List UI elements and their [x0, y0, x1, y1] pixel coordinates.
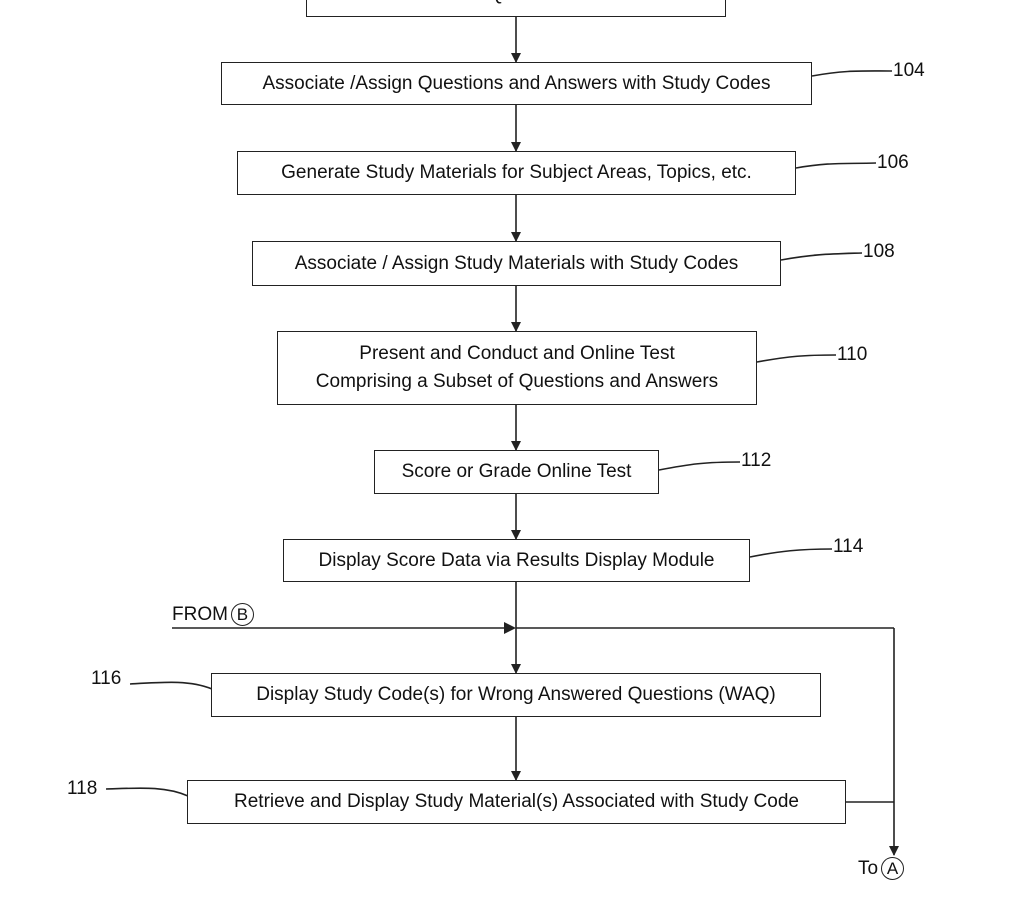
- ref-116: 116: [91, 668, 122, 689]
- leader-104: [811, 70, 893, 77]
- box-retrieve-materials-label: Retrieve and Display Study Material(s) A…: [234, 791, 799, 812]
- box-score-test: Score or Grade Online Test: [374, 450, 659, 494]
- box-generate-store-label: Generate / Store Questions and Answers: [343, 0, 688, 9]
- leader-114: [749, 548, 833, 558]
- box-present-test-line1: Present and Conduct and Online Test: [359, 343, 675, 364]
- ref-108: 108: [863, 241, 895, 262]
- connector-a-circle: A: [881, 857, 905, 880]
- from-label: FROM: [172, 603, 228, 625]
- ref-118: 118: [67, 778, 98, 799]
- ref-106: 106: [877, 152, 909, 173]
- box-associate-materials-label: Associate / Assign Study Materials with …: [294, 252, 739, 274]
- leader-116: [129, 681, 213, 690]
- box-retrieve-materials: Retrieve and Display Study Material(s) A…: [187, 780, 846, 824]
- to-label: To: [858, 857, 879, 879]
- to-a-connector: To A: [858, 857, 905, 880]
- box-display-score: Display Score Data via Results Display M…: [283, 539, 750, 582]
- ref-110: 110: [837, 344, 868, 365]
- box-generate-materials: Generate Study Materials for Subject Are…: [237, 151, 796, 195]
- leader-108: [780, 252, 863, 261]
- box-generate-store: Generate / Store Questions and Answers: [306, 0, 726, 17]
- ref-114: 114: [833, 536, 864, 557]
- leader-118: [105, 787, 189, 797]
- box-display-codes: Display Study Code(s) for Wrong Answered…: [211, 673, 821, 717]
- leader-110: [756, 354, 837, 363]
- leader-106: [795, 162, 877, 169]
- ref-104: 104: [893, 60, 925, 81]
- box-associate-materials: Associate / Assign Study Materials with …: [252, 241, 781, 286]
- ref-112: 112: [741, 450, 772, 471]
- from-b-connector: FROM B: [172, 603, 254, 626]
- box-associate-qa-label: Associate /Assign Questions and Answers …: [262, 72, 771, 94]
- leader-112: [658, 461, 741, 471]
- box-generate-materials-label: Generate Study Materials for Subject Are…: [281, 162, 752, 183]
- box-score-test-label: Score or Grade Online Test: [401, 461, 632, 482]
- box-display-codes-label: Display Study Code(s) for Wrong Answered…: [256, 684, 776, 705]
- box-present-test-line2: Comprising a Subset of Questions and Ans…: [315, 371, 719, 392]
- from-b-arrowhead: [504, 622, 516, 634]
- box-display-score-label: Display Score Data via Results Display M…: [318, 549, 715, 571]
- box-present-test: Present and Conduct and Online Test Comp…: [277, 331, 757, 405]
- box-associate-qa: Associate /Assign Questions and Answers …: [221, 62, 812, 105]
- connector-b-circle: B: [230, 603, 254, 626]
